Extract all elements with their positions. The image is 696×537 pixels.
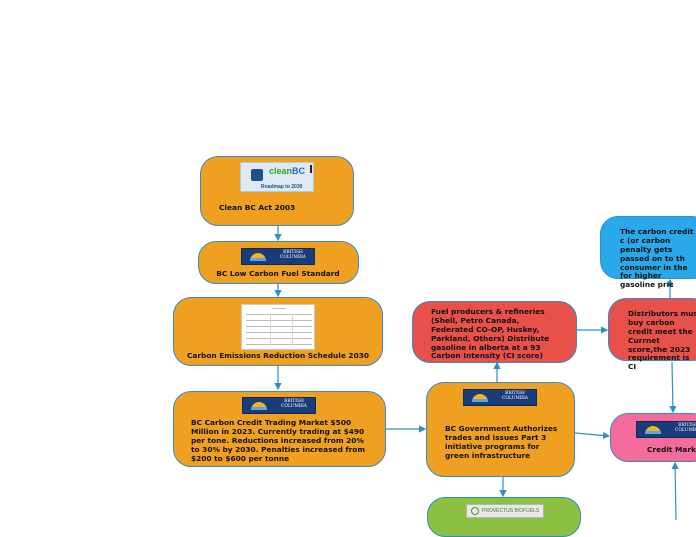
bc-sun-icon (251, 402, 267, 410)
provectus-biofuels-logo: PROVECTUS BIOFUELS (466, 504, 544, 518)
bc-government-logo: BRITISH COLUMBIA (241, 248, 315, 265)
node-provectus-biofuels[interactable]: PROVECTUS BIOFUELS (427, 497, 581, 537)
cleanbc-brand: cleanBC (269, 166, 306, 176)
bc-wordmark: BRITISH COLUMBIA (281, 399, 307, 409)
node-label: BC Government Authorizes trades and issu… (445, 424, 558, 460)
connector-bottom-to-credit-market (671, 461, 679, 520)
node-label: Distributors mus buy carbon credit meet … (628, 310, 696, 372)
bc-sun-icon (250, 253, 266, 261)
node-label: BC Carbon Credit Trading Market $500 Mil… (191, 418, 366, 463)
bc-government-logo: BRITISH COLUMBIA (463, 389, 537, 406)
schedule-table-thumbnail (241, 304, 315, 350)
node-label: Credit Marke (647, 446, 696, 454)
connector-government-to-credit-market (574, 431, 611, 440)
node-government-authorizes[interactable]: BRITISH COLUMBIA BC Government Authorize… (426, 382, 575, 477)
node-label: The carbon credit c (or carbon penalty g… (620, 228, 694, 290)
bc-sun-icon (645, 426, 661, 434)
node-low-carbon-fuel-standard[interactable]: BRITISH COLUMBIA BC Low Carbon Fuel Stan… (198, 241, 359, 284)
text-cursor-icon (310, 165, 312, 173)
node-label: Fuel producers & refineries (Shell, Petr… (431, 307, 550, 361)
node-label: Clean BC Act 2003 (219, 203, 296, 212)
mind-map-canvas: cleanBC Roadmap to 2030 Clean BC Act 200… (173, 156, 696, 537)
node-credit-trading-market[interactable]: BRITISH COLUMBIA BC Carbon Credit Tradin… (173, 391, 386, 467)
bc-government-logo: BRITISH COLUMBIA (242, 397, 316, 414)
bc-wordmark: BRITISH COLUMBIA (280, 250, 306, 260)
node-emissions-schedule[interactable]: Carbon Emissions Reduction Schedule 2030 (173, 297, 383, 366)
node-distributors[interactable]: Distributors mus buy carbon credit meet … (608, 298, 696, 371)
cleanbc-subtitle: Roadmap to 2030 (261, 184, 303, 190)
node-clean-bc-act[interactable]: cleanBC Roadmap to 2030 Clean BC Act 200… (200, 156, 354, 226)
bc-government-logo: BRITISH COLUMBIA (636, 421, 696, 438)
node-carbon-credit-cost[interactable]: The carbon credit c (or carbon penalty g… (600, 216, 696, 289)
node-fuel-producers[interactable]: Fuel producers & refineries (Shell, Petr… (412, 301, 577, 363)
node-label: Carbon Emissions Reduction Schedule 2030 (186, 351, 370, 360)
cleanbc-roadmap-logo: cleanBC Roadmap to 2030 (240, 162, 314, 192)
bc-wordmark: BRITISH COLUMBIA (502, 391, 528, 401)
node-label: BC Low Carbon Fuel Standard (216, 269, 340, 278)
node-credit-market[interactable]: BRITISH COLUMBIA Credit Marke (610, 413, 696, 462)
bc-wordmark: BRITISH COLUMBIA (675, 423, 696, 433)
cleanbc-leaf-icon (251, 169, 263, 181)
provectus-leaf-icon (471, 507, 479, 515)
bc-sun-icon (472, 394, 488, 402)
